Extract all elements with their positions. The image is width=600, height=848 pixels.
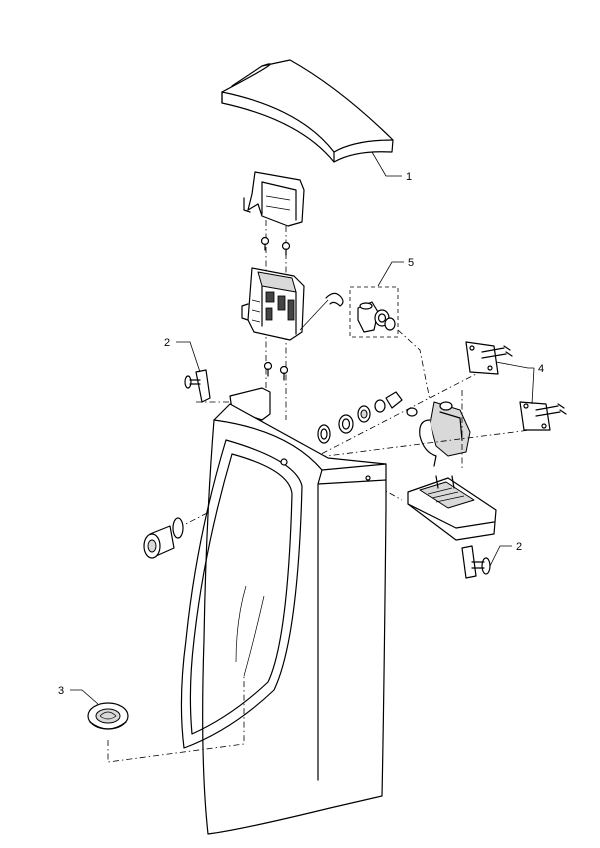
control-module-part xyxy=(241,267,305,341)
callout-5: 5 xyxy=(377,257,414,287)
callout-label: 2 xyxy=(164,337,170,349)
assembly-axis-line xyxy=(397,329,431,401)
upper-bracket-part xyxy=(243,171,305,227)
callout-label: 4 xyxy=(538,363,544,375)
callout-2-lower: 2 xyxy=(489,541,522,567)
latch-part-upper xyxy=(184,369,211,403)
screw-part xyxy=(260,236,291,256)
inlet-spud-part xyxy=(143,517,184,559)
callout-label: 3 xyxy=(58,685,64,697)
spud-ring-part xyxy=(317,391,403,444)
latch-part-lower xyxy=(461,545,491,579)
elbow-fitting-part xyxy=(349,286,399,338)
callout-label: 1 xyxy=(406,171,412,183)
water-valve-part xyxy=(406,401,471,467)
mounting-plate-part xyxy=(465,341,513,375)
top-cover-part xyxy=(221,59,394,163)
spreader-plate-part xyxy=(407,475,497,541)
screw-part xyxy=(263,361,289,381)
mounting-plate-part xyxy=(519,401,567,431)
assembly-axis-line xyxy=(107,676,245,763)
callout-1: 1 xyxy=(371,151,412,183)
callout-3: 3 xyxy=(58,685,99,705)
urinal-body-part xyxy=(180,387,387,835)
callout-4: 4 xyxy=(495,361,544,405)
callout-label: 5 xyxy=(408,257,414,269)
callout-label: 2 xyxy=(516,541,522,553)
clip-part xyxy=(299,292,344,331)
drain-cover-part xyxy=(87,702,129,730)
callout-2-upper: 2 xyxy=(164,337,201,373)
